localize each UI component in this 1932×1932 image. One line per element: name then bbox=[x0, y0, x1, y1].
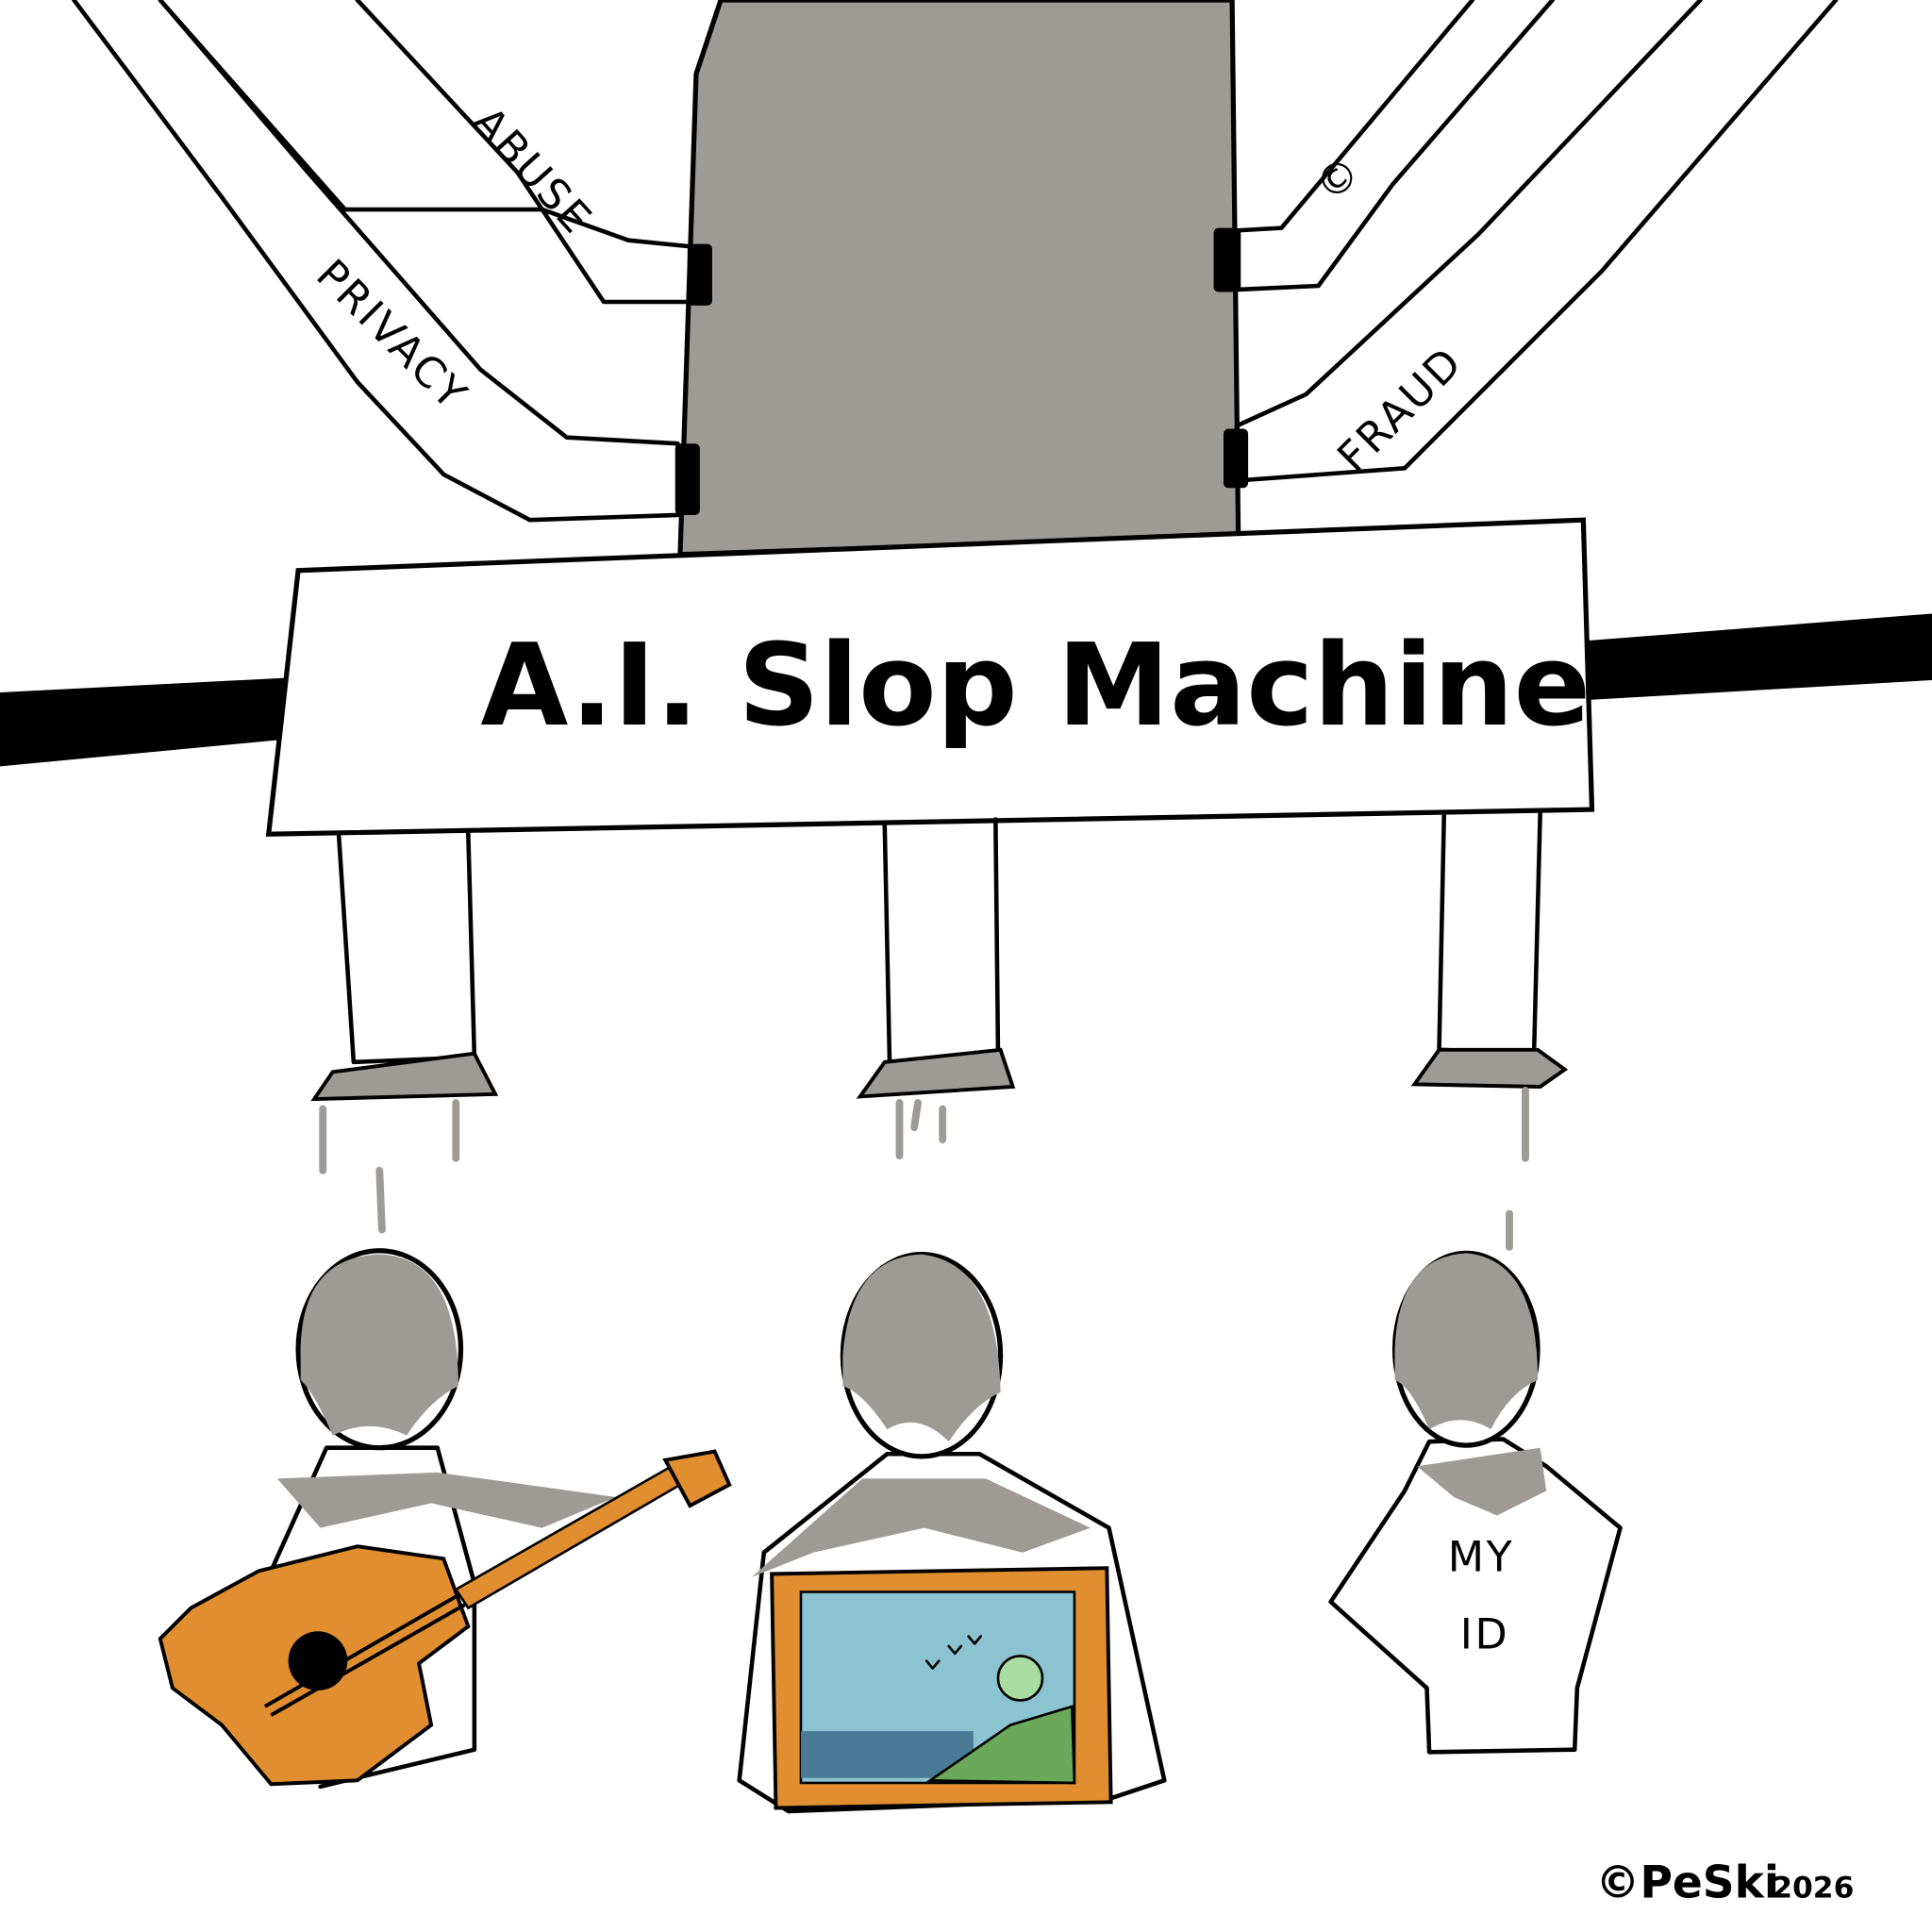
shirt-text-line1: MY bbox=[1448, 1533, 1515, 1581]
arm-label-abuse: ABUSE bbox=[463, 98, 602, 244]
conveyor-belt-left bbox=[0, 677, 290, 767]
person-id: MY ID bbox=[1328, 1250, 1623, 1755]
nozzle-center bbox=[856, 817, 1016, 1160]
arm-copyright: © bbox=[1213, 0, 1555, 292]
nozzle-right bbox=[1410, 810, 1569, 1251]
conveyor-belt-right bbox=[1587, 613, 1932, 700]
signature-name: ©PeSki bbox=[1595, 1857, 1779, 1908]
arm-abuse: ABUSE bbox=[158, 0, 712, 306]
arm-privacy: PRIVACY bbox=[72, 0, 700, 523]
machine-sign bbox=[265, 517, 1595, 837]
arm-label-fraud: FRAUD bbox=[1328, 338, 1473, 482]
arm-label-copyright: © bbox=[1307, 146, 1372, 211]
machine-body bbox=[677, 0, 1241, 558]
sign-title: A.I. Slop Machine bbox=[480, 620, 1591, 752]
person-painting bbox=[737, 1252, 1167, 1814]
person-guitar bbox=[158, 1248, 732, 1790]
arm-fraud: FRAUD bbox=[1223, 0, 1839, 489]
shirt-text-line2: ID bbox=[1460, 1611, 1510, 1659]
signature-year: 2026 bbox=[1772, 1871, 1854, 1905]
artist-signature: ©PeSki 2026 bbox=[1595, 1857, 1854, 1908]
nozzle-left bbox=[310, 830, 499, 1234]
